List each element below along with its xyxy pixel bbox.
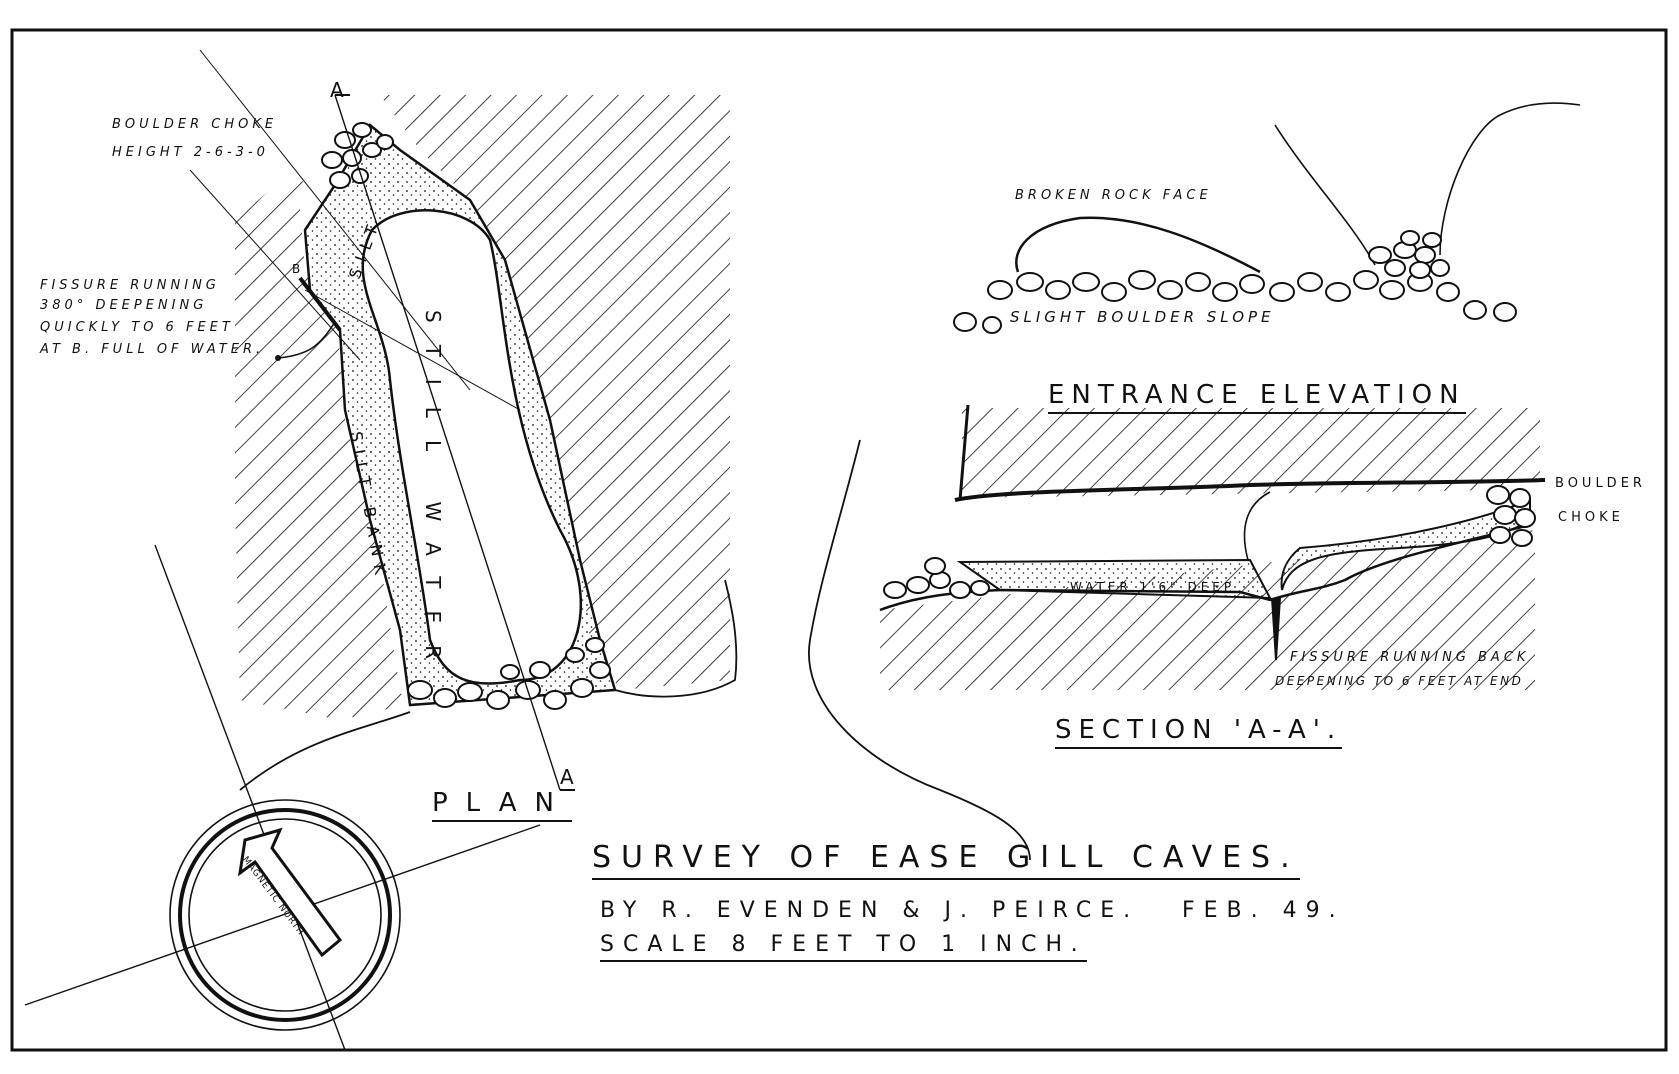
section-roof-rock: [962, 408, 1540, 498]
section-pillar: [1243, 491, 1271, 561]
cliff-right-line: [1439, 102, 1581, 256]
fissure-plan-label-2: 380° DEEPENING: [40, 298, 208, 313]
terrain-line-middle: [808, 439, 1031, 861]
section-boulders: [883, 485, 1536, 599]
point-b: B: [292, 262, 305, 276]
water-depth-label: WATER 1'6" DEEP: [1070, 580, 1236, 594]
plan-still-water: [361, 209, 582, 685]
plan-caption: PLAN: [432, 788, 572, 822]
section-roof-line: [954, 478, 1546, 502]
plan-boulders: [321, 122, 611, 710]
fissure-section-label-1: FISSURE RUNNING BACK: [1290, 650, 1530, 665]
broken-rock-face: [1015, 216, 1261, 274]
plan-rock-left: [235, 160, 405, 720]
boulder-choke-label-2: HEIGHT 2-6-3-0: [112, 145, 269, 160]
boulder-choke-section-2: CHOKE: [1558, 510, 1624, 525]
fissure-plan-label-1: FISSURE RUNNING: [40, 278, 220, 293]
broken-rock-face-label: BROKEN ROCK FACE: [1015, 188, 1212, 203]
fissure-section-label-2: DEEPENING TO 6 FEET AT END: [1275, 674, 1524, 688]
section-fissure: [1271, 597, 1281, 661]
entrance-elevation-caption: ENTRANCE ELEVATION: [1048, 380, 1466, 414]
fissure-plan-label-4: AT B. FULL OF WATER.: [40, 342, 265, 357]
section-water: [956, 558, 1272, 600]
survey-title: SURVEY OF EASE GILL CAVES.: [592, 840, 1300, 880]
elevation-boulders: [953, 230, 1517, 334]
survey-scale: SCALE 8 FEET TO 1 INCH.: [600, 932, 1087, 962]
still-water-label: STILL WATER: [421, 310, 445, 682]
boulder-choke-label-1: BOULDER CHOKE: [112, 117, 278, 132]
section-floor-rock: [880, 530, 1535, 690]
section-caption: SECTION 'A-A'.: [1055, 715, 1343, 749]
point-a-bottom: A: [560, 765, 578, 789]
boulder-choke-section-1: BOULDER: [1555, 476, 1646, 491]
compass: [24, 544, 541, 1051]
terrain-line-plan: [239, 579, 738, 791]
fissure-pointer: [277, 321, 336, 359]
section-line-a-a: [334, 94, 561, 791]
plan-rock-right: [380, 95, 730, 690]
slight-boulder-slope-label: SLIGHT BOULDER SLOPE: [1010, 308, 1275, 326]
north-arrow: [237, 827, 343, 958]
sheet-border: [10, 28, 1668, 1052]
section-floor-line: [879, 523, 1531, 612]
cliff-left-line: [1274, 124, 1376, 266]
survey-authors: BY R. EVENDEN & J. PEIRCE.: [600, 898, 1140, 923]
survey-date: FEB. 49.: [1182, 898, 1345, 923]
fissure-plan-label-3: QUICKLY TO 6 FEET: [40, 320, 234, 335]
point-a-top: A: [330, 78, 348, 102]
